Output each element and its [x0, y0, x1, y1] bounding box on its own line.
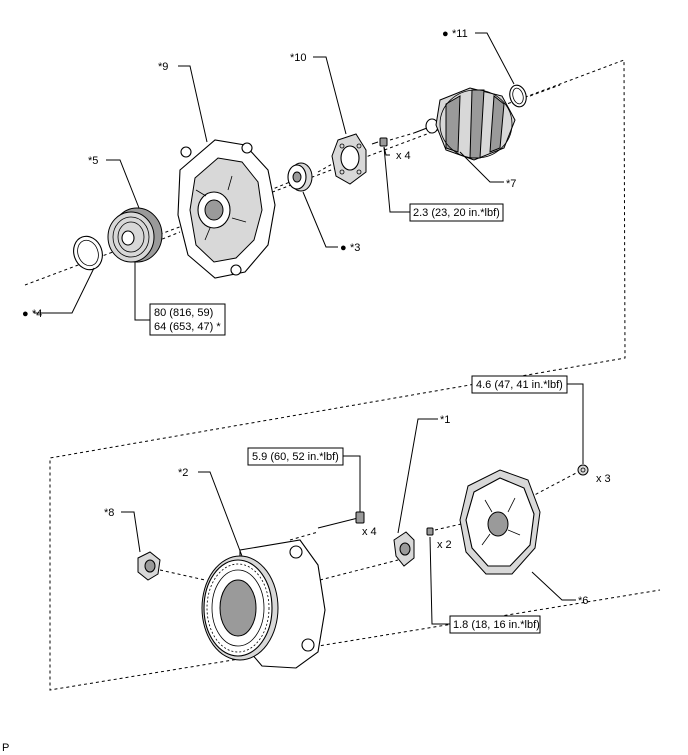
torque-box-cover-nut: 4.6 (47, 41 in.*lbf): [471, 375, 568, 394]
torque-box-brush-screw: 1.8 (18, 16 in.*lbf): [449, 615, 541, 634]
label-part-7: *7: [506, 178, 516, 190]
screw-upper: [371, 137, 388, 147]
label-part-2: *2: [178, 467, 188, 479]
label-part-9: *9: [158, 61, 168, 73]
page-marker: P: [2, 742, 9, 754]
part-2-stator-frame: [201, 539, 326, 669]
qty-brush-screw: x 2: [437, 539, 452, 551]
part-4-cap: [73, 235, 103, 271]
part-6-rear-cover: [459, 469, 541, 575]
label-part-4: *4: [32, 308, 42, 320]
qty-through-bolt: x 4: [362, 526, 377, 538]
part-11-seal-ring: [509, 84, 527, 108]
quantity-labels: x 4 x 4 x 2 x 3: [362, 150, 611, 551]
label-part-3: *3: [350, 242, 360, 254]
bullet-part-3: ●: [340, 242, 347, 254]
qty-upper-screw: x 4: [396, 150, 411, 162]
torque-cover-nut-text: 4.6 (47, 41 in.*lbf): [476, 379, 563, 391]
label-part-11: *11: [452, 28, 468, 40]
part-7-rotor: [413, 87, 516, 161]
part-8-terminal-insulator: [137, 551, 161, 581]
brush-screw: [426, 527, 434, 536]
torque-box-upper-screw: 2.3 (23, 20 in.*lbf): [409, 203, 504, 222]
part-5-pulley: [107, 207, 163, 263]
part-labels: *9 *5 *10 ● *11 ● *3 ● *4 *7 *1 *2 *8 *6: [22, 28, 588, 607]
torque-upper-screw-text: 2.3 (23, 20 in.*lbf): [413, 207, 500, 219]
bullet-part-4: ●: [22, 308, 29, 320]
label-part-8: *8: [104, 507, 114, 519]
label-part-10: *10: [290, 52, 307, 64]
cover-nut: [577, 464, 589, 476]
label-part-6: *6: [578, 595, 588, 607]
label-part-5: *5: [88, 155, 98, 167]
torque-through-bolt-text: 5.9 (60, 52 in.*lbf): [252, 451, 339, 463]
torque-pulley-line1: 80 (816, 59): [154, 307, 213, 319]
part-9-drive-end-frame: [177, 139, 276, 279]
torque-box-through-bolt: 5.9 (60, 52 in.*lbf): [247, 447, 344, 466]
torque-box-pulley: 80 (816, 59) 64 (653, 47) *: [149, 303, 226, 336]
leader-lines: [34, 32, 584, 625]
part-1-brush-holder: [393, 531, 415, 567]
through-bolt: [317, 511, 365, 529]
torque-pulley-line2: 64 (653, 47) *: [154, 321, 221, 333]
label-part-1: *1: [440, 414, 450, 426]
part-10-retainer-plate: [331, 133, 367, 185]
bullet-part-11: ●: [442, 28, 449, 40]
part-3-bearing: [287, 162, 313, 192]
torque-brush-screw-text: 1.8 (18, 16 in.*lbf): [453, 619, 540, 631]
qty-cover-nut: x 3: [596, 473, 611, 485]
